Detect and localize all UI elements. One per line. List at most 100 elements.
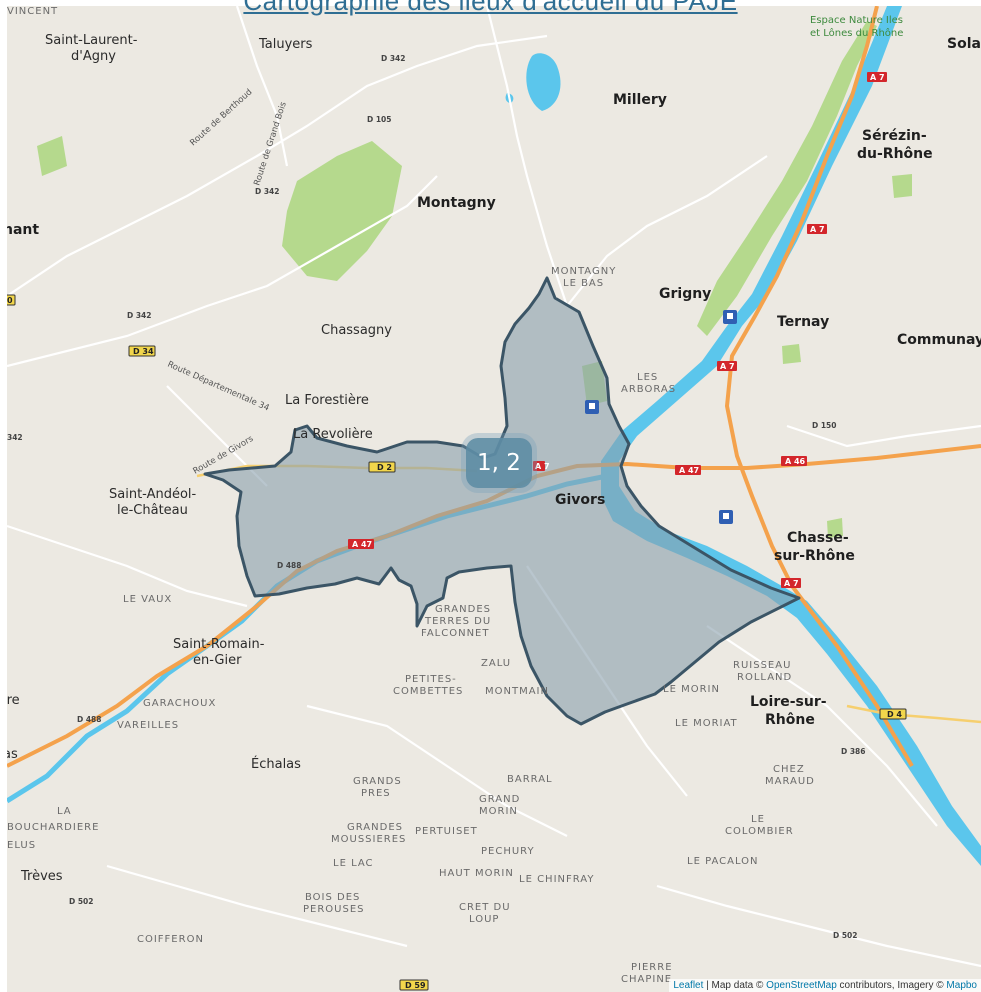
village-label: Échalas bbox=[251, 756, 301, 772]
town-label: Millery bbox=[613, 92, 667, 108]
locality-label: CRET DU bbox=[459, 902, 511, 913]
town-labels: Givors Grigny Millery Montagny Ternay Co… bbox=[7, 36, 981, 728]
road bbox=[706, 625, 938, 827]
park-label: Espace Nature Iles bbox=[810, 15, 903, 26]
locality-labels: MONTAGNY LE BAS LES ARBORAS GRANDES TERR… bbox=[7, 6, 815, 985]
locality-label: ZALU bbox=[481, 658, 511, 669]
locality-label: COIFFERON bbox=[137, 934, 204, 945]
locality-label: LE BAS bbox=[563, 278, 604, 289]
road bbox=[786, 424, 981, 448]
locality-label: PETITES- bbox=[405, 674, 457, 685]
locality-label: PERTUISET bbox=[415, 826, 478, 837]
locality-label: GARACHOUX bbox=[143, 698, 216, 709]
road-ref-label: D 342 bbox=[381, 54, 406, 63]
road-ref-label: A 7 bbox=[810, 225, 825, 234]
street-label: Route de Berthoud bbox=[188, 87, 254, 148]
road bbox=[566, 155, 768, 307]
village-label: d'Agny bbox=[71, 49, 116, 64]
commune-boundary-polygon[interactable] bbox=[203, 276, 801, 726]
road bbox=[106, 864, 408, 948]
map-attribution: Leaflet | Map data © OpenStreetMap contr… bbox=[669, 979, 981, 992]
locality-label: LE MORIAT bbox=[675, 718, 738, 729]
road-ref-label: A 46 bbox=[785, 457, 806, 466]
town-label: Rhône bbox=[765, 712, 815, 728]
locality-label: PEROUSES bbox=[303, 904, 365, 915]
locality-label: VAREILLES bbox=[117, 720, 179, 731]
locality-label: LA bbox=[57, 806, 72, 817]
village-label: Trèves bbox=[20, 869, 63, 884]
road-ref-label: A 7 bbox=[870, 73, 885, 82]
locality-label: LE bbox=[751, 814, 765, 825]
road-ref-label: D 502 bbox=[69, 897, 94, 906]
road-ref-label: D 105 bbox=[367, 115, 392, 124]
road bbox=[656, 884, 981, 968]
attribution-text: | Map data © bbox=[703, 980, 767, 991]
road bbox=[485, 6, 569, 307]
road-ref-label: D 150 bbox=[812, 421, 837, 430]
road-ref-label: D 488 bbox=[77, 715, 102, 724]
map-tiles[interactable]: A 7 A 7 A 7 A 7 A 7 A 47 A 47 A 46 D 2 D… bbox=[7, 6, 981, 992]
park-label: et Lônes du Rhône bbox=[810, 27, 903, 39]
map-view[interactable]: A 7 A 7 A 7 A 7 A 7 A 47 A 47 A 46 D 2 D… bbox=[7, 6, 981, 992]
village-labels: Saint-Laurent- d'Agny Taluyers Chassagny… bbox=[7, 33, 392, 884]
locality-label: BARRAL bbox=[507, 774, 553, 785]
locality-label: GRANDS bbox=[353, 776, 402, 787]
street-labels: Route de Berthoud Route de Grand Bois Ro… bbox=[166, 87, 289, 476]
road-ref-label: D 2 bbox=[377, 463, 392, 472]
locality-label: LE LAC bbox=[333, 858, 374, 869]
road-ref-label: 0 bbox=[7, 296, 13, 305]
locality-label: GRANDES bbox=[347, 822, 403, 833]
park-area bbox=[37, 136, 67, 176]
locality-label: RUISSEAU bbox=[733, 660, 791, 671]
road-ref-label: A 47 bbox=[679, 466, 699, 475]
road-ref-label: D 4 bbox=[887, 710, 902, 719]
village-label: Chassagny bbox=[321, 323, 392, 338]
locality-label: LE MORIN bbox=[663, 684, 720, 695]
leaflet-link[interactable]: Leaflet bbox=[673, 980, 704, 991]
park-labels: Espace Nature Iles et Lônes du Rhône bbox=[810, 15, 903, 39]
park-area bbox=[782, 344, 801, 364]
locality-label: MONTMAIN bbox=[485, 686, 549, 697]
locality-label: LE VAUX bbox=[123, 594, 172, 605]
road bbox=[7, 175, 438, 368]
road-ref-label: A 7 bbox=[784, 579, 799, 588]
road-ref-label: D 34 bbox=[133, 347, 154, 356]
locality-label: PIERRE bbox=[631, 962, 673, 973]
town-label: nant bbox=[7, 222, 39, 238]
highway-a7 bbox=[724, 6, 914, 768]
locality-label: LES bbox=[637, 372, 658, 383]
locality-label: MORIN bbox=[479, 806, 518, 817]
park-area bbox=[697, 21, 877, 336]
village-label: La Revolière bbox=[293, 427, 373, 442]
town-label: Grigny bbox=[659, 286, 711, 302]
village-label: as bbox=[7, 747, 18, 762]
locality-label: MOUSSIERES bbox=[331, 834, 406, 845]
locality-label: COMBETTES bbox=[393, 686, 463, 697]
road bbox=[306, 704, 568, 837]
attribution-text: contributors, Imagery © bbox=[836, 980, 947, 991]
road-ref-label: A 7 bbox=[535, 462, 550, 471]
lake bbox=[526, 53, 561, 111]
train-station-icon bbox=[719, 510, 733, 524]
marker-cluster[interactable]: 1, 2 bbox=[466, 438, 532, 488]
page-title: Cartographie des lieux d'accueil du PAJE bbox=[243, 0, 738, 16]
lakes bbox=[505, 53, 561, 111]
town-label: Montagny bbox=[417, 195, 496, 211]
locality-label: COLOMBIER bbox=[725, 826, 794, 837]
road-ref-label: A 7 bbox=[720, 362, 735, 371]
road-ref-label: 342 bbox=[7, 433, 23, 442]
town-label: Loire-sur- bbox=[750, 694, 827, 710]
town-label: Solai bbox=[947, 36, 981, 52]
mapbox-link[interactable]: Mapbo bbox=[946, 980, 977, 991]
locality-label: MARAUD bbox=[765, 776, 815, 787]
street-label: Route Départementale 34 bbox=[166, 359, 271, 414]
town-label: Givors bbox=[555, 492, 605, 508]
locality-label: GRAND bbox=[479, 794, 520, 805]
road-ref-label: D 502 bbox=[833, 931, 858, 940]
road-ref-label: D 342 bbox=[127, 311, 152, 320]
openstreetmap-link[interactable]: OpenStreetMap bbox=[766, 980, 837, 991]
village-label: Saint-Andéol- bbox=[109, 487, 197, 502]
park-area bbox=[357, 191, 379, 218]
town-label: sur-Rhône bbox=[774, 548, 855, 564]
locality-label: GRANDES bbox=[435, 604, 491, 615]
